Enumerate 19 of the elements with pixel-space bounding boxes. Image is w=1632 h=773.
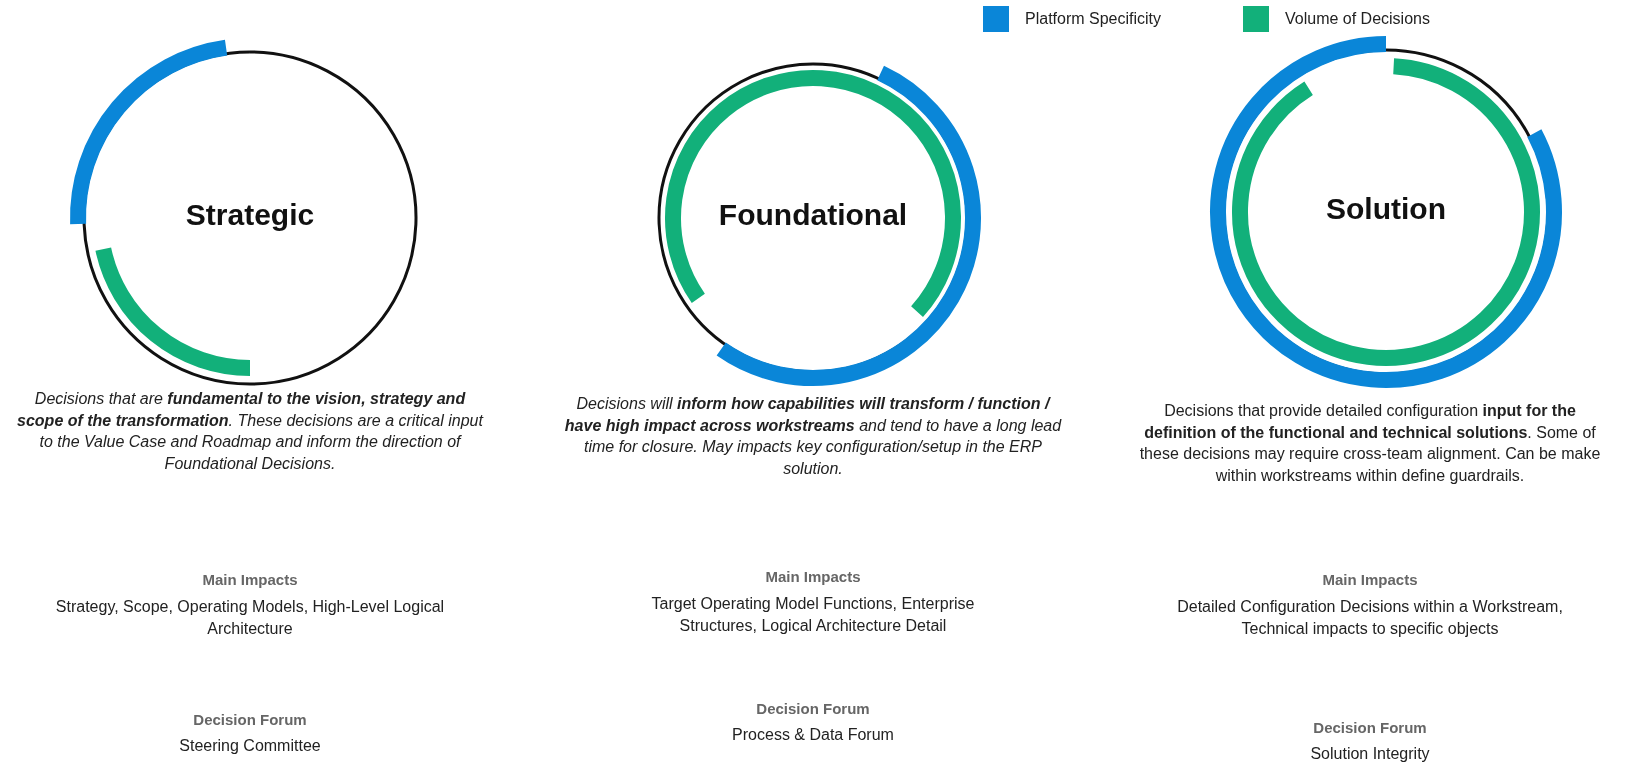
forum-text: Process & Data Forum (731, 725, 895, 745)
description-text: Decisions that provide detailed configuration input for the definition of the functional and technical solutions. Some of these decisions may require cross-team alignment. Can be make within workstreams within define guardrails. (1138, 401, 1602, 486)
impact-text: Strategy, Scope, Operating Models, High-Level Logical Architecture (54, 597, 446, 639)
description-text: Decisions that are fundamental to the vision, strategy and scope of the transformation. These decisions are a critical input to the Value Case and Roadmap and inform the direction of Foundational Decisions. (16, 389, 485, 474)
forum-text: Solution Integrity (1309, 744, 1431, 764)
description-text: Decisions will inform how capabilities will transform / function / have high impact across workstreams and tend to have a long lead time for closure. May impacts key configuration/setup in the ERP solution. (563, 394, 1063, 479)
legend-label: Platform Specificity (1025, 10, 1162, 28)
impact-text: Target Operating Model Functions, Enterprise Structures, Logical Architecture Detail (650, 594, 976, 636)
ring-title: Strategic (184, 198, 316, 232)
section-heading: Main Impacts (764, 567, 862, 587)
forum-text: Steering Committee (178, 736, 322, 756)
section-heading: Main Impacts (201, 570, 299, 590)
section-heading: Decision Forum (755, 699, 871, 719)
impact-text: Detailed Configuration Decisions within a Workstream, Technical impacts to specific objects (1176, 597, 1564, 639)
legend-label: Volume of Decisions (1285, 10, 1430, 28)
section-heading: Main Impacts (1321, 570, 1419, 590)
ring-title: Foundational (717, 198, 909, 232)
section-heading: Decision Forum (1312, 718, 1428, 738)
section-heading: Decision Forum (192, 710, 308, 730)
